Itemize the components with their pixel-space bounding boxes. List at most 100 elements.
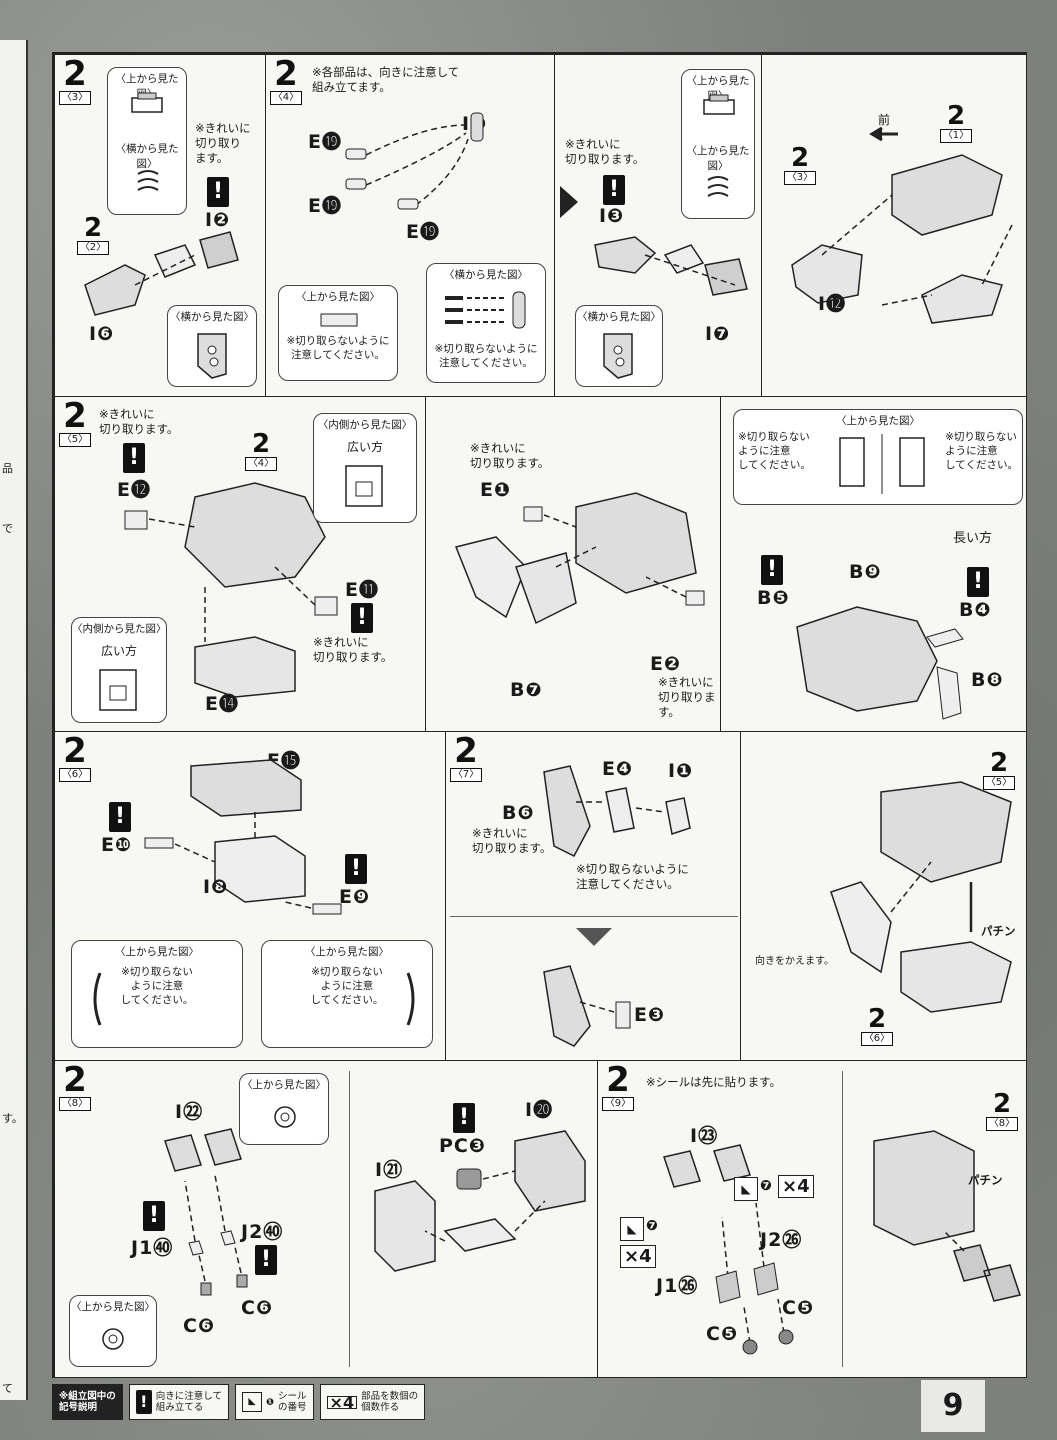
part-label-e3: E❸: [634, 1004, 666, 1026]
step-2-4-panel-b: ※きれいに 切り取ります。 ! I❸ 〈上から見た図〉 〈上から見た図〉 〈横か…: [554, 54, 762, 397]
top-view-bubble: 〈上から見た図〉 ※切り取らない ように注意 してください。 ※切り取らない よ…: [733, 409, 1023, 505]
assembly-drawing: [164, 1128, 248, 1296]
cleanly-cut-note: ※きれいに 切り取ります。: [313, 635, 393, 664]
step-badge: 2〈7〉: [450, 734, 482, 782]
page-number: 9: [921, 1380, 985, 1432]
part-inner-view-icon: [345, 465, 383, 507]
sticker-number-icon: ❶: [265, 1396, 275, 1408]
part-label-i8: I❽: [203, 876, 229, 898]
orientation-warning-icon: !: [761, 555, 783, 585]
orientation-warning-icon: !: [351, 603, 373, 633]
step-2-9-panel: 2〈9〉 ※シールは先に貼ります。 I㉓ ◣ ❼ ×4 ◣ ❼ ×4 J2㉖ J…: [597, 1060, 1027, 1378]
part-label-e2: E❷: [650, 653, 682, 675]
part-top-view-icon: [320, 313, 358, 327]
part-label-i12: I⓬: [818, 293, 847, 315]
step-badge: 2〈9〉: [602, 1063, 634, 1111]
part-label-j1-40: J1㊵: [131, 1237, 174, 1259]
part-label-i2: I❷: [205, 209, 231, 231]
part-side-view-icon: [603, 333, 633, 379]
part-label-e19: E⓳: [406, 221, 440, 243]
inner-view-bubble: 〈内側から見た図〉 広い方: [313, 413, 417, 523]
top-view-bubble: 〈上から見た図〉 ※切り取らない ように注意 してください。: [261, 940, 433, 1048]
quantity-x4-badge: ×4: [326, 1394, 358, 1410]
orientation-warning-icon: !: [255, 1245, 277, 1275]
part-label-e9: E❾: [339, 886, 371, 908]
orientation-warning-icon: !: [603, 175, 625, 205]
step-badge: 2〈6〉: [59, 734, 91, 782]
page-fragment: 品: [2, 462, 13, 475]
reference-step-badge: 2〈2〉: [77, 215, 109, 255]
orientation-warning-icon: !: [207, 177, 229, 207]
step-badge: 2〈5〉: [59, 399, 91, 447]
orientation-warning-icon: !: [967, 567, 989, 597]
top-view-bubble: 〈上から見た図〉 ※切り取らないように 注意してください。: [278, 285, 398, 381]
step-2-3-panel: 2〈3〉 〈上から見た図〉 〈横から見た図〉 ※きれいに 切り取り ます。 ! …: [54, 54, 266, 397]
part-label-i22: I㉒: [175, 1101, 204, 1123]
part-top-view-icon: [839, 434, 925, 494]
snap-sound-label: パチン: [981, 924, 1016, 938]
part-label-b8: B❽: [971, 669, 1004, 691]
step-2-7-panel: 2〈7〉 E❹ I❶ B❻ ※きれいに 切り取ります。 ※切り取らないように 注…: [445, 731, 741, 1061]
legend-orientation: ! 向きに注意して 組み立てる: [128, 1384, 229, 1420]
legend-multiply: ×4 部品を数個の 個数作る: [319, 1384, 426, 1420]
divider: [842, 1071, 843, 1367]
quantity-x4-badge: ×4: [778, 1175, 814, 1198]
part-label-e12: E⓬: [117, 479, 151, 501]
part-label-i1: I❶: [668, 760, 694, 782]
front-direction-label: 前: [878, 113, 891, 127]
part-label-e19: E⓳: [308, 131, 342, 153]
view-bubble: 〈上から見た図〉 〈横から見た図〉: [107, 67, 187, 215]
reference-step-badge: 2〈8〉: [986, 1091, 1018, 1131]
step-2-5-panel-b: ※きれいに 切り取ります。 E❶ B❼ E❷ ※きれいに 切り取ります。: [425, 396, 721, 732]
assembly-drawing: [345, 112, 484, 210]
part-top-view-icon: [703, 94, 735, 115]
orientation-warning-icon: !: [453, 1103, 475, 1133]
page-fragment: す。: [2, 1112, 23, 1125]
part-top-view-icon: [93, 972, 102, 1026]
legend-sticker: ◣ ❶ シール の番号: [234, 1384, 314, 1420]
part-label-b6: B❻: [502, 802, 535, 824]
top-view-bubble: 〈上から見た図〉: [239, 1073, 329, 1145]
quantity-x4-badge: ×4: [620, 1245, 656, 1268]
part-top-view-icon: [131, 92, 163, 113]
reference-step-badge: 2〈3〉: [784, 145, 816, 185]
sticker-number-icon: ◣: [620, 1217, 644, 1241]
part-top-view-icon: [406, 972, 415, 1026]
part-label-i6: I❻: [89, 323, 115, 345]
assembly-drawing: [454, 492, 705, 625]
part-label-i7: I❼: [705, 323, 731, 345]
part-label-j2-26: J2㉖: [760, 1229, 803, 1251]
page-fragment: て: [2, 1382, 13, 1395]
instruction-sheet: 2〈3〉 〈上から見た図〉 〈横から見た図〉 ※きれいに 切り取り ます。 ! …: [52, 52, 1027, 1378]
view-label: 〈上から見た図〉: [686, 145, 750, 172]
part-side-view-icon: [445, 291, 526, 329]
part-label-c6: C❻: [183, 1315, 216, 1337]
cleanly-cut-note: ※きれいに 切り取り ます。: [195, 121, 251, 165]
part-label-e4: E❹: [602, 758, 634, 780]
assembly-drawing: [796, 606, 964, 720]
cleanly-cut-note: ※きれいに 切り取ります。: [470, 441, 550, 470]
part-label-c5: C❺: [782, 1297, 815, 1319]
view-bubble: 〈上から見た図〉 〈上から見た図〉: [681, 69, 755, 219]
do-not-cut-note: ※切り取らないように 注意してください。: [576, 862, 689, 891]
orientation-warning-icon: !: [109, 802, 131, 832]
snap-sound-label: パチン: [968, 1173, 1003, 1187]
part-label-e19: E⓳: [308, 195, 342, 217]
page-fragment: で: [2, 522, 13, 535]
front-arrow-icon: [869, 126, 898, 142]
part-label-e14: E⓮: [205, 693, 239, 715]
legend-orientation-label: 向きに注意して 組み立てる: [155, 1391, 222, 1413]
part-top-view-icon: [274, 1106, 296, 1128]
assembly-drawing: [543, 965, 631, 1047]
step-2-5-panel: 2〈5〉 ※きれいに 切り取ります。 ! E⓬ 2〈4〉 〈内側から見た図〉 広…: [54, 396, 426, 732]
assembly-drawing: [791, 154, 1013, 324]
step-2-8-panel: 2〈8〉 I㉒ 〈上から見た図〉 ! J1㊵ J2㊵ ! C❻ C❻ 〈上から見…: [54, 1060, 598, 1378]
sticker-first-note: ※シールは先に貼ります。: [646, 1075, 781, 1089]
orientation-warning-icon: !: [345, 854, 367, 884]
assembly-drawing: [144, 759, 342, 915]
legend-multiply-label: 部品を数個の 個数作る: [361, 1391, 419, 1413]
rotate-direction-note: 向きをかえます。: [755, 956, 834, 967]
side-view-bubble: 〈横から見た図〉 ※切り取らないように 注意してください。: [426, 263, 546, 383]
assembly-drawing: [873, 1130, 1021, 1302]
cleanly-cut-note: ※きれいに 切り取ります。: [472, 826, 552, 855]
